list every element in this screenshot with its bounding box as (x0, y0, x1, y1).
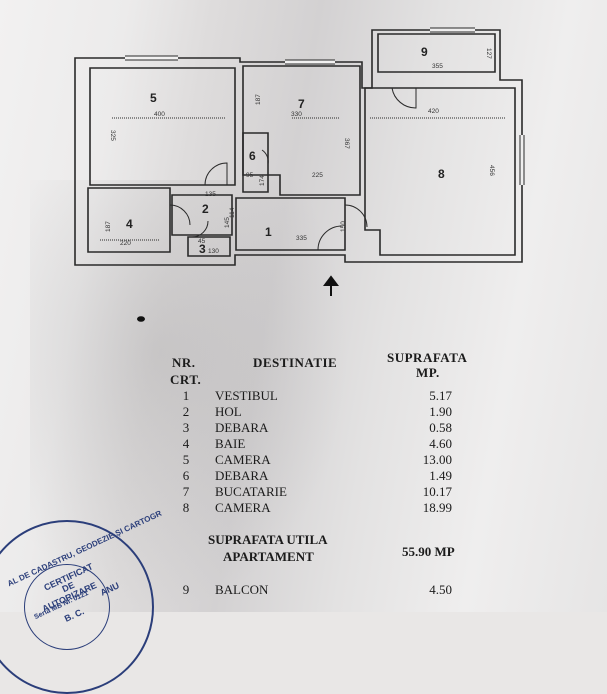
dim-2a: 135 (205, 191, 216, 198)
room-8-label: 8 (438, 167, 445, 181)
room-7-label: 7 (298, 97, 305, 111)
room-1-label: 1 (265, 225, 272, 239)
room-5-label: 5 (150, 91, 157, 105)
table-row: 4 BAIE 4.60 (182, 436, 452, 451)
header-destinatie: DESTINATIE (253, 355, 338, 370)
table-row: 1 VESTIBUL 5.17 (182, 388, 452, 403)
dim-3a: 130 (208, 248, 219, 255)
dim-4a: 220 (120, 240, 131, 247)
dim-5b: 325 (109, 130, 116, 141)
dim-3b: 45 (198, 238, 206, 245)
dim-4b: 187 (105, 221, 112, 232)
dim-5a: 400 (154, 111, 165, 118)
table-row: 3 DEBARA 0.58 (182, 420, 452, 435)
floor-plan: 1 2 3 4 5 6 7 8 9 335 150 135 145 114 13… (74, 27, 525, 322)
room-6-label: 6 (249, 149, 256, 163)
dim-8b: 456 (488, 165, 495, 176)
dim-1a: 335 (296, 235, 307, 242)
dim-9a: 355 (432, 63, 443, 70)
balcony-row: 9 BALCON 4.50 (182, 582, 452, 597)
dim-1b: 150 (340, 221, 347, 232)
table-row: 2 HOL 1.90 (182, 404, 452, 419)
room-9-label: 9 (421, 45, 428, 59)
dim-2c: 114 (229, 207, 236, 218)
dim-6b: 174 (259, 175, 266, 186)
total-value: 55.90 MP (402, 544, 455, 559)
table-row: 7 BUCATARIE 10.17 (182, 484, 452, 499)
total-label-1: SUPRAFATA UTILA (208, 532, 328, 547)
header-mp: MP. (416, 365, 440, 380)
dim-7c: 187 (255, 94, 262, 105)
table-row: 5 CAMERA 13.00 (182, 452, 452, 467)
dim-7b: 367 (343, 138, 350, 149)
dim-8a: 420 (428, 108, 439, 115)
dim-2b: 145 (224, 217, 231, 228)
dim-7a: 330 (291, 111, 302, 118)
table-row: 8 CAMERA 18.99 (182, 500, 452, 515)
document-page (0, 0, 607, 612)
total-label-2: APARTAMENT (223, 549, 314, 564)
room-3-label: 3 (199, 242, 206, 256)
room-4-label: 4 (126, 217, 133, 231)
room-2-label: 2 (202, 202, 209, 216)
header-crt: CRT. (170, 372, 202, 387)
dim-9b: 127 (485, 48, 492, 59)
dim-6a: 95 (246, 172, 254, 179)
table-row: 6 DEBARA 1.49 (182, 468, 452, 483)
header-suprafata: SUPRAFATA (387, 350, 468, 365)
dim-7d: 225 (312, 172, 323, 179)
header-nr: NR. (172, 355, 196, 370)
